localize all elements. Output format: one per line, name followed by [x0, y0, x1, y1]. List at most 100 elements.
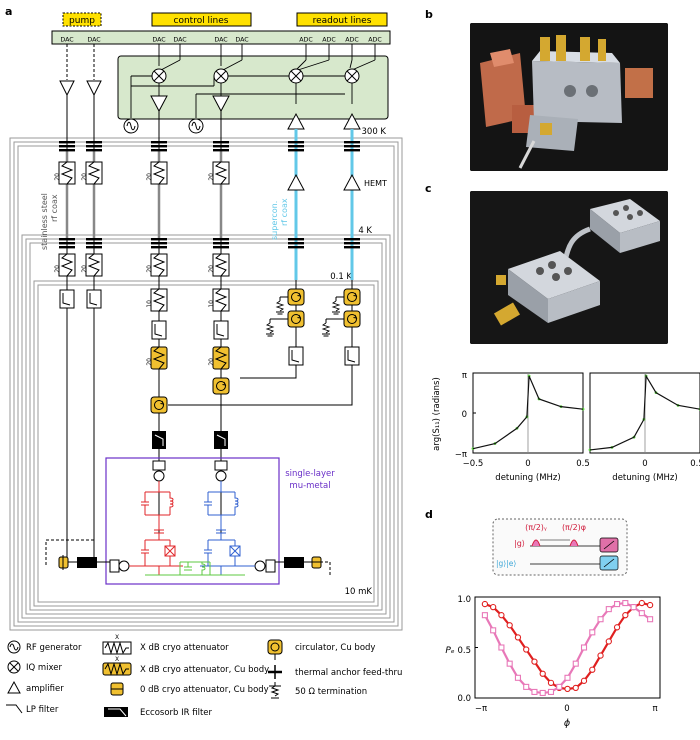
plot-c-xlabel-left: detuning (MHz): [495, 473, 560, 483]
circulator-icon: [150, 396, 168, 414]
phase-plot-left: [471, 372, 585, 454]
fringe-point: [638, 610, 645, 617]
fringe-point: [481, 612, 488, 619]
svg-text:10: 10: [146, 300, 153, 308]
fringe-point: [514, 634, 522, 641]
svg-text:50 Ω termination: 50 Ω termination: [295, 687, 367, 697]
svg-text:DAC: DAC: [173, 37, 187, 44]
red-qubit-circuit: [129, 481, 183, 575]
hemt-amplifier-icon: [343, 173, 361, 191]
x-attenuator-cu-legend: X X dB cryo attenuator, Cu body: [102, 656, 269, 676]
svg-text:ADC: ADC: [299, 37, 313, 44]
readout-lines-tag: [296, 12, 388, 27]
svg-text:−π: −π: [475, 704, 487, 714]
svg-text:DAC: DAC: [87, 37, 101, 44]
svg-text:0: 0: [642, 459, 647, 469]
readout-circulators: [168, 288, 361, 406]
fringe-point: [597, 652, 604, 659]
fringe-point: [572, 684, 579, 692]
panel-letter-c: c: [425, 182, 432, 195]
svg-text:10: 10: [208, 300, 215, 308]
svg-text:20: 20: [54, 173, 61, 181]
eccosorb-legend: Eccosorb IR filter: [104, 707, 213, 718]
wiring-diagram: 300 K 4 K 0.1 K 10 mK pump control lines…: [9, 12, 403, 631]
hardware-photo-illustration: [470, 23, 668, 171]
termination-legend: 50 Ω termination: [269, 682, 367, 699]
stainless-label: stainless steel: [40, 193, 49, 250]
svg-text:DAC: DAC: [60, 37, 74, 44]
supercon-rfcoax-label: rf coax: [280, 198, 289, 226]
fringe-point: [622, 600, 629, 607]
legend-panel: RF generator IQ mixer amplifier LP filte…: [6, 634, 402, 718]
plot-d-xlabel: ϕ: [564, 718, 570, 729]
svg-text:ADC: ADC: [368, 37, 382, 44]
fringe-point: [506, 660, 513, 667]
panel-letter-a: a: [5, 5, 13, 18]
coupler-circuit: [145, 561, 245, 576]
sample-holder-illustration: [470, 191, 668, 344]
fringe-point: [647, 616, 654, 623]
phase-response-plots: arg(S₁₁) (radians) π 0 −π −0.5 0 0.5 −0.…: [432, 371, 700, 483]
svg-text:DAC: DAC: [214, 37, 228, 44]
svg-text:π: π: [652, 704, 657, 714]
amplifier-icon: [212, 95, 230, 113]
hemt-amplifier-icon: [287, 173, 305, 191]
fringe-point: [490, 627, 497, 634]
sample-holder-photo: [470, 191, 668, 344]
fringe-point: [556, 683, 563, 690]
ramsey-pulse-schematic: (π/2)ᵧ (π/2)φ |g⟩ |g⟩|e⟩: [492, 518, 628, 576]
cryogenic-hardware-photo: [470, 23, 668, 171]
svg-text:DAC: DAC: [235, 37, 249, 44]
svg-text:RF generator: RF generator: [26, 643, 82, 653]
pulse-1-label: (π/2)ᵧ: [525, 523, 547, 532]
svg-text:20: 20: [146, 358, 153, 366]
fringe-point: [580, 644, 588, 651]
svg-text:amplifier: amplifier: [26, 684, 64, 694]
control-lines-tag: [151, 12, 252, 27]
plot-c-ylabel: arg(S₁₁) (radians): [432, 377, 442, 451]
amplifier-icon: [59, 80, 75, 97]
rf-generator-icon: [188, 118, 204, 134]
fringe-point: [589, 666, 596, 673]
x-attenuator-legend: X X dB cryo attenuator: [102, 634, 229, 655]
fringe-point: [481, 600, 489, 608]
iq-mixer-icon: [213, 68, 229, 84]
fringe-point: [646, 601, 654, 609]
fringe-point: [614, 601, 621, 608]
svg-text:X dB cryo attenuator, Cu body: X dB cryo attenuator, Cu body: [140, 665, 269, 675]
phase-left-fit: [472, 375, 584, 450]
fringe-point: [539, 670, 546, 677]
plot-c-xticks: −0.5 0 0.5 −0.5 0 0.5: [463, 459, 700, 469]
plot-d-ylabel: Pₑ: [445, 646, 454, 656]
eccosorb-icon: [151, 430, 167, 450]
ramsey-fringe-plot: Pₑ 1.0 0.5 0.0 −π 0 π ϕ: [445, 595, 661, 729]
readout-lines-label: readout lines: [313, 16, 372, 26]
svg-text:0: 0: [525, 459, 530, 469]
plot-d-yticks: 1.0 0.5 0.0: [457, 595, 471, 704]
sample-connectors: [109, 460, 276, 573]
zero-attenuator-legend: 0 dB cryo attenuator, Cu body: [110, 682, 269, 696]
iq-mixer-legend: IQ mixer: [7, 660, 63, 674]
fringe-point: [572, 660, 579, 667]
converter-labels: DAC DAC DAC DAC DAC DAC ADC ADC ADC ADC: [60, 37, 382, 44]
rf-generator-legend: RF generator: [7, 640, 82, 654]
attenuator-values: 20 20 20 20 20 20 20 20 10 10 20 20: [54, 173, 215, 366]
thermal-anchor-legend: thermal anchor feed-thru: [268, 665, 402, 679]
svg-text:thermal anchor feed-thru: thermal anchor feed-thru: [295, 668, 402, 678]
phase-right-fit: [589, 374, 700, 451]
pump-side-line: [58, 555, 331, 575]
svg-text:0.5: 0.5: [690, 459, 700, 469]
svg-text:0.5: 0.5: [576, 459, 590, 469]
svg-text:20: 20: [208, 173, 215, 181]
svg-text:20: 20: [81, 173, 88, 181]
svg-text:X: X: [115, 656, 119, 663]
mumetal-shield: [105, 457, 280, 585]
fringe-series: [481, 599, 654, 696]
fringe-point: [514, 674, 521, 681]
fringe-point: [498, 644, 505, 651]
svg-text:0 dB cryo attenuator, Cu body: 0 dB cryo attenuator, Cu body: [140, 685, 269, 695]
svg-text:20: 20: [146, 265, 153, 273]
pump-label: pump: [69, 16, 95, 26]
fringe-point: [630, 604, 637, 611]
fringe-point: [597, 616, 604, 623]
